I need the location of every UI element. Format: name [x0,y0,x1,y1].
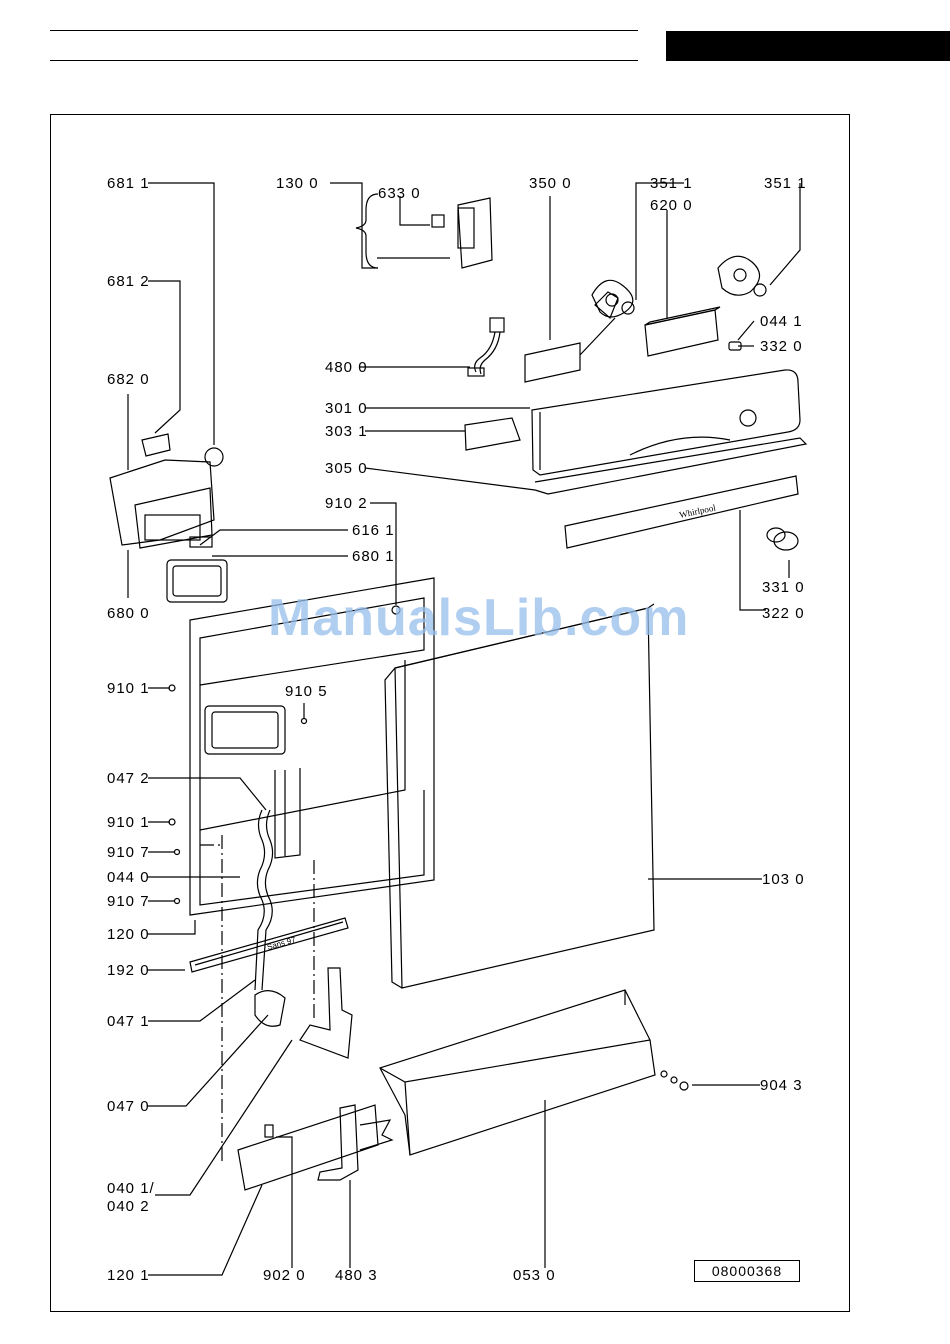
callout-680-1: 680 1 [352,548,395,565]
reference-number-box: 08000368 [694,1260,800,1282]
callout-910-1a: 910 1 [107,680,150,697]
leader-lines [128,183,800,1275]
callout-044-0: 044 0 [107,869,150,886]
programmer-outline [592,256,766,356]
callout-351-1a: 351 1 [650,175,693,192]
callout-910-5: 910 5 [285,683,328,700]
callout-331-0: 331 0 [762,579,805,596]
callout-192-0: 192 0 [107,962,150,979]
callout-047-2: 047 2 [107,770,150,787]
callout-044-1: 044 1 [760,313,803,330]
callout-130-0: 130 0 [276,175,319,192]
pcb-350-outline [525,292,618,382]
callout-301-0: 301 0 [325,400,368,417]
callout-680-0: 680 0 [107,605,150,622]
callout-633-0: 633 0 [378,185,421,202]
callout-902-0: 902 0 [263,1267,306,1284]
callout-681-1: 681 1 [107,175,150,192]
callout-047-0: 047 0 [107,1098,150,1115]
callout-910-7a: 910 7 [107,844,150,861]
callout-303-1: 303 1 [325,423,368,440]
harness-outline [468,318,504,376]
seam-text: Sans 97 [266,935,297,952]
callout-904-3: 904 3 [760,1077,803,1094]
callout-040-1: 040 1/ [107,1180,155,1197]
knob-outline [767,528,798,550]
fasteners [169,606,688,1090]
callout-681-2: 681 2 [107,273,150,290]
clip-outline [255,991,285,1027]
callout-910-7b: 910 7 [107,893,150,910]
callout-120-1: 120 1 [107,1267,150,1284]
foot-outline [318,1105,392,1180]
callout-910-2: 910 2 [325,495,368,512]
callout-480-0: 480 0 [325,359,368,376]
gasket-outline [167,560,227,602]
outer-door-panel-outline [385,604,654,988]
callout-040-2: 040 2 [107,1198,150,1215]
callout-047-1: 047 1 [107,1013,150,1030]
callout-616-1: 616 1 [352,522,395,539]
watermark: ManualsLib.com [268,588,689,648]
callout-120-0: 120 0 [107,926,150,943]
control-panel-outline [532,370,806,494]
callout-053-0: 053 0 [513,1267,556,1284]
callout-620-0: 620 0 [650,197,693,214]
callout-103-0: 103 0 [762,871,805,888]
handle-outline [465,418,520,450]
callout-910-1b: 910 1 [107,814,150,831]
callout-350-0: 350 0 [529,175,572,192]
callout-322-0: 322 0 [762,605,805,622]
callout-480-3: 480 3 [335,1267,378,1284]
kickplate-outline [380,990,655,1155]
callout-351-1b: 351 1 [764,175,807,192]
dispenser-outline [110,434,223,548]
callout-682-0: 682 0 [107,371,150,388]
callout-332-0: 332 0 [760,338,803,355]
part-printed-text: Whirlpool Sans 97 [266,502,717,952]
callout-305-0: 305 0 [325,460,368,477]
side-bracket-outline [300,968,352,1058]
hose-outline [255,810,273,990]
